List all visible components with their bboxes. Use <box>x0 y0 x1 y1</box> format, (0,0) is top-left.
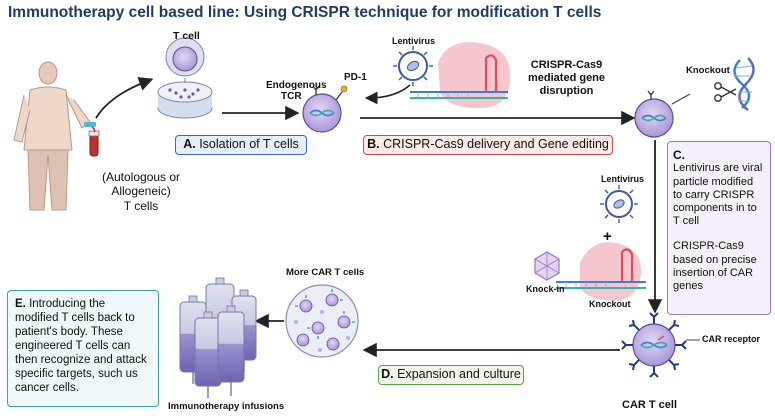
knockout-top-label: Knockout <box>686 65 730 76</box>
t-cell-isolation-dish-icon <box>157 37 213 119</box>
dna-scissors-icon <box>714 57 755 111</box>
t-cell-with-receptors-icon <box>302 85 348 133</box>
car-receptor-label: CAR receptor <box>702 334 761 344</box>
step-a-text: Isolation of T cells <box>199 137 299 151</box>
diagram-title: Immunotherapy cell based line: Using CRI… <box>8 4 602 21</box>
step-a-letter: A. <box>183 137 196 151</box>
immunotherapy-infusion-bags-icon <box>179 277 257 398</box>
step-d-box: D. Expansion and culture <box>378 365 524 385</box>
pd1-label: PD-1 <box>344 72 367 83</box>
step-c-box: C. Lentivirus are viral particle modifie… <box>667 141 771 315</box>
knockout-t-cell-icon <box>634 90 691 138</box>
knockout-mid-label: Knockout <box>589 299 631 309</box>
blood-draw-tube-icon <box>84 122 100 157</box>
car-t-cell-label: CAR T cell <box>622 399 678 411</box>
knock-in-capsid-icon <box>534 251 560 281</box>
lentivirus-mid-icon <box>600 185 638 223</box>
tcr-label: TCR <box>281 91 302 102</box>
t-cell-label: T cell <box>173 30 200 42</box>
step-b-box: B. CRISPR-Cas9 delivery and Gene editing <box>363 135 613 155</box>
step-d-letter: D. <box>381 367 394 381</box>
step-d-text: Expansion and culture <box>397 367 521 381</box>
endogenous-label: Endogenous <box>266 80 327 91</box>
crispr-cas9-complex-mid-icon <box>556 242 646 301</box>
step-e-letter: E. <box>15 298 26 310</box>
patient-figure-icon <box>13 61 91 211</box>
step-b-text: CRISPR-Cas9 delivery and Gene editing <box>383 137 609 151</box>
knock-in-label: Knock-in <box>526 284 565 294</box>
step-e-text: Introducing the modified T cells back to… <box>15 298 147 395</box>
step-c-letter: C. <box>673 148 685 162</box>
cell-source-label: (Autologous or Allogeneic) T cells <box>102 170 181 213</box>
lentivirus-mid-label: Lentivirus <box>601 174 645 184</box>
lentivirus-top-icon <box>393 46 433 86</box>
crispr-cas9-complex-top-icon <box>410 42 511 109</box>
step-b-letter: B. <box>367 137 380 151</box>
step-c-text-1: Lentivirus are viral particle modified t… <box>673 162 763 228</box>
plus-sign: + <box>603 228 612 245</box>
infusions-label: Immunotherapy infusions <box>168 401 285 412</box>
step-c-text-2: CRISPR-Cas9 based on precise insertion o… <box>673 240 757 292</box>
lentivirus-top-label: Lentivirus <box>392 36 436 46</box>
more-car-t-cells-label: More CAR T cells <box>286 267 365 278</box>
car-t-cell-icon <box>621 312 700 378</box>
crispr-disruption-label: CRISPR-Cas9 mediated gene disruption <box>528 59 606 98</box>
expanded-car-t-cells-icon <box>285 284 359 358</box>
step-e-box: E. Introducing the modified T cells back… <box>7 290 159 407</box>
step-a-box: A. Isolation of T cells <box>175 135 307 155</box>
